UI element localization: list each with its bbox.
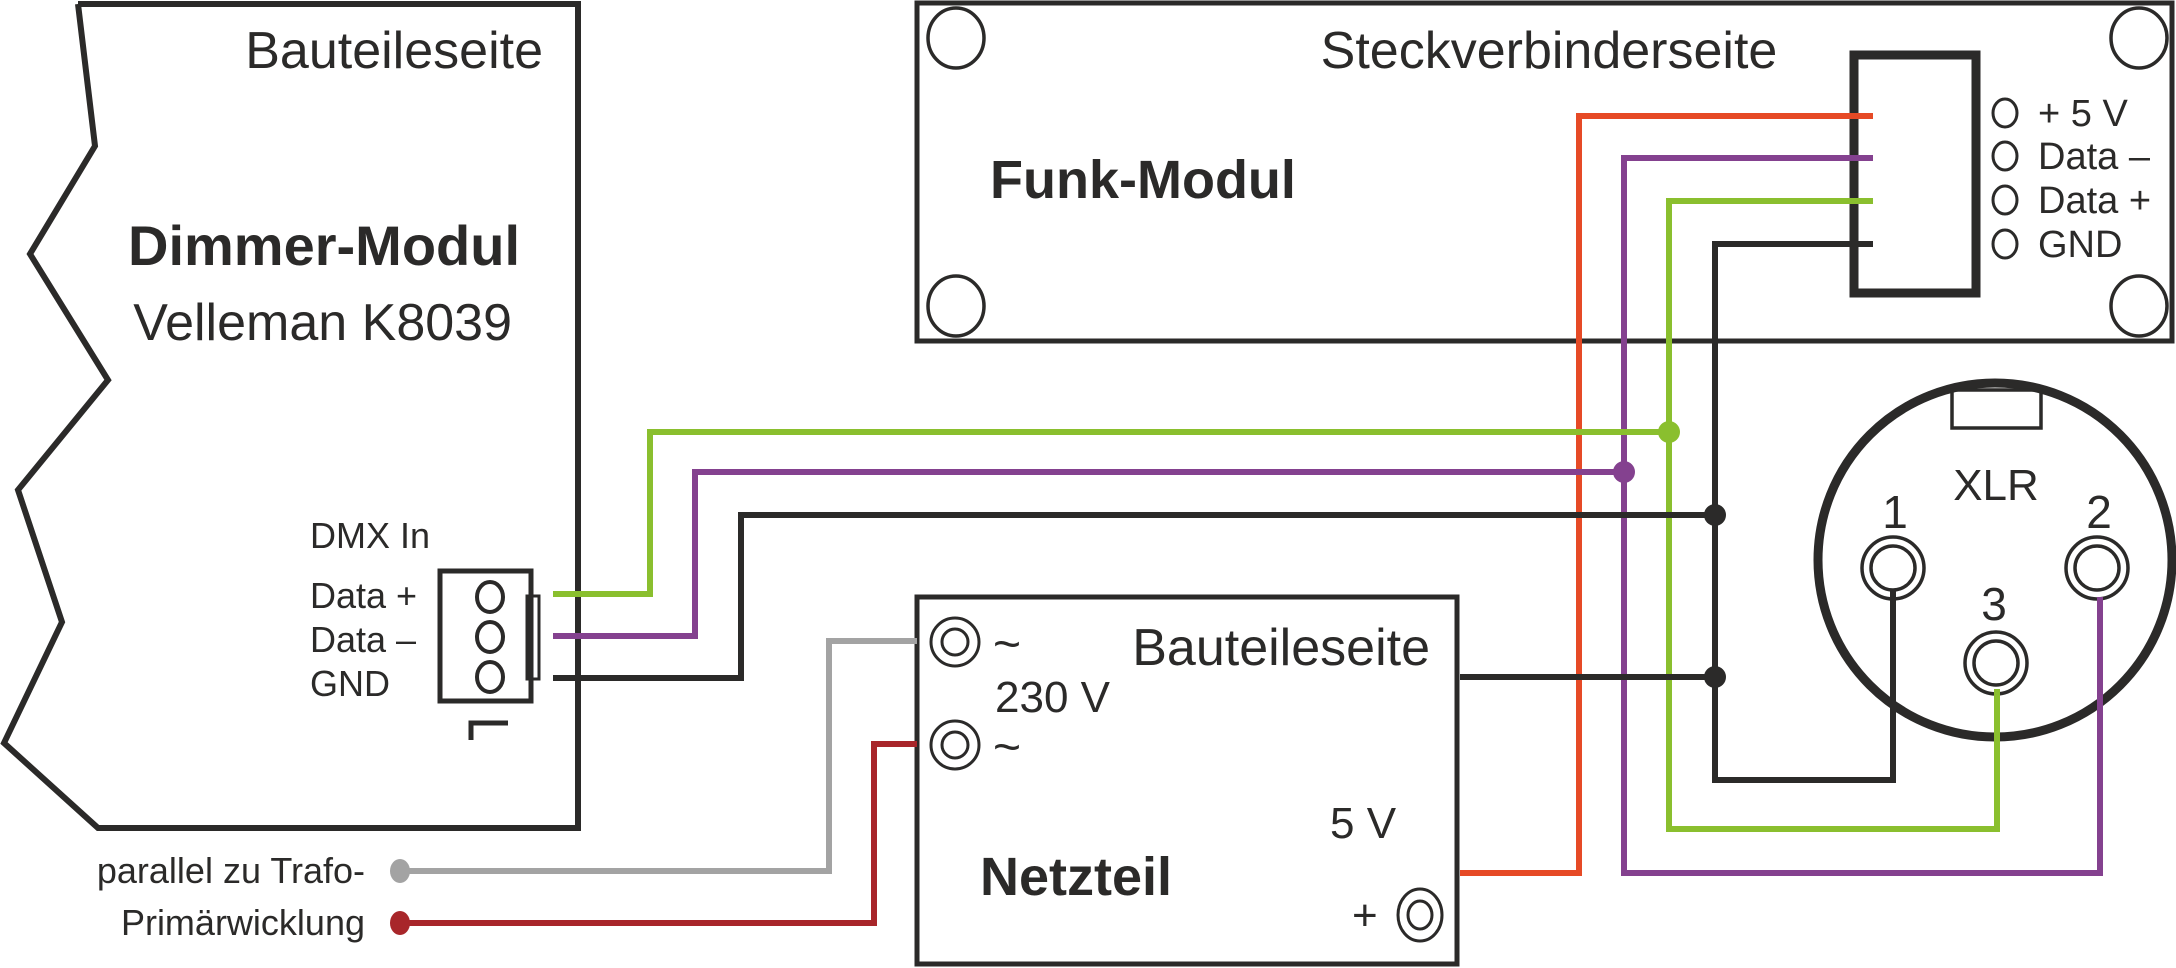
ac-terminal-icon [929,719,981,771]
junctions [390,421,1726,935]
mains-note-line2: Primärwicklung [121,902,365,943]
wire-gnd-dimmer [553,512,1715,681]
xlr-label: XLR [1953,461,2039,510]
dmx-in-label: DMX In [310,515,430,556]
dmx-pin-label-gnd: GND [310,663,390,704]
dmx-connector-latch [525,594,541,681]
dimmer-module-outline [0,1,581,831]
dc-terminal-icon [1396,887,1444,943]
radio-module-outline [914,0,2175,344]
dimmer-subtitle: Velleman K8039 [133,294,512,352]
dmx-pin-label-data-minus: Data – [310,619,416,660]
dimmer-module: Bauteileseite Dimmer-Modul Velleman K803… [0,1,581,831]
dmx-pin-hole [475,580,505,614]
xlr-pin-number-3: 3 [1981,578,2007,630]
radio-header-connector [1849,50,1981,298]
wire-5v [1460,113,1873,876]
radio-pin-hole [1991,140,2019,172]
plus-symbol: + [1352,891,1378,940]
mounting-hole-icon [926,274,986,338]
ac-symbol: ~ [993,721,1021,774]
radio-title: Funk-Modul [990,150,1296,210]
radio-pin-hole [1991,184,2019,216]
wire-data-plus-dimmer [553,429,1669,597]
xlr-pin-number-2: 2 [2086,486,2112,538]
dmx-pin-hole [475,620,505,654]
xlr-pin-3-inner [1972,639,2020,687]
wire-data-minus-dimmer [553,469,1624,639]
junction-gnd-dimmer [1704,504,1726,526]
mains-note-line1: parallel zu Trafo- [97,850,365,891]
wire-data-plus-radio [1666,198,2000,832]
output-voltage-label: 5 V [1330,799,1397,848]
junction-data-minus [1613,461,1635,483]
radio-pin-label-data-minus: Data – [2038,136,2151,178]
ac-terminal-inner [940,730,970,760]
radio-pin-label-data-plus: Data + [2038,180,2151,222]
ac-terminal-icon [929,616,981,668]
junction-data-plus [1658,421,1680,443]
power-side-label: Bauteileseite [1132,619,1430,677]
radio-pin-hole [1991,97,2019,129]
dmx-pin-label-data-plus: Data + [310,575,417,616]
power-supply: ~ ~ 230 V Bauteileseite 5 V Netzteil + [914,594,1460,967]
power-supply-outline [914,594,1460,967]
mains-terminal-2 [390,911,410,935]
power-title: Netzteil [980,847,1172,907]
junction-gnd-psu [1704,666,1726,688]
xlr-pin-2-inner [2073,544,2121,592]
radio-pin-hole [1991,228,2019,260]
mounting-hole-icon [2109,6,2169,70]
wire-mains-1 [400,638,917,874]
wire-gnd-radio [1712,241,1896,783]
radio-side-label: Steckverbinderseite [1321,22,1778,80]
pin1-marker [468,720,508,740]
radio-module: Steckverbinderseite Funk-Modul + 5 V Dat… [914,0,2175,344]
radio-pin-label-5v: + 5 V [2038,93,2128,135]
ac-symbol: ~ [993,618,1021,671]
mains-terminal-1 [390,859,410,883]
xlr-key [1950,388,2043,430]
wire-data-minus-radio [1621,155,2103,876]
wire-mains-2 [400,741,917,926]
dmx-pin-hole [475,660,505,694]
dc-terminal-inner [1406,899,1434,931]
wires [400,113,2103,926]
dimmer-side-label: Bauteileseite [245,22,543,80]
mounting-hole-icon [2109,274,2169,338]
radio-pin-label-gnd: GND [2038,224,2122,266]
xlr-pin-1-inner [1869,544,1917,592]
dimmer-title: Dimmer-Modul [128,214,520,277]
dmx-connector [437,568,541,740]
mounting-hole-icon [926,6,986,70]
dmx-connector-body [437,568,534,704]
xlr-pin-number-1: 1 [1882,486,1908,538]
xlr-connector: XLR 1 2 3 [1813,378,2176,742]
input-voltage-label: 230 V [995,673,1111,722]
ac-terminal-inner [940,627,970,657]
